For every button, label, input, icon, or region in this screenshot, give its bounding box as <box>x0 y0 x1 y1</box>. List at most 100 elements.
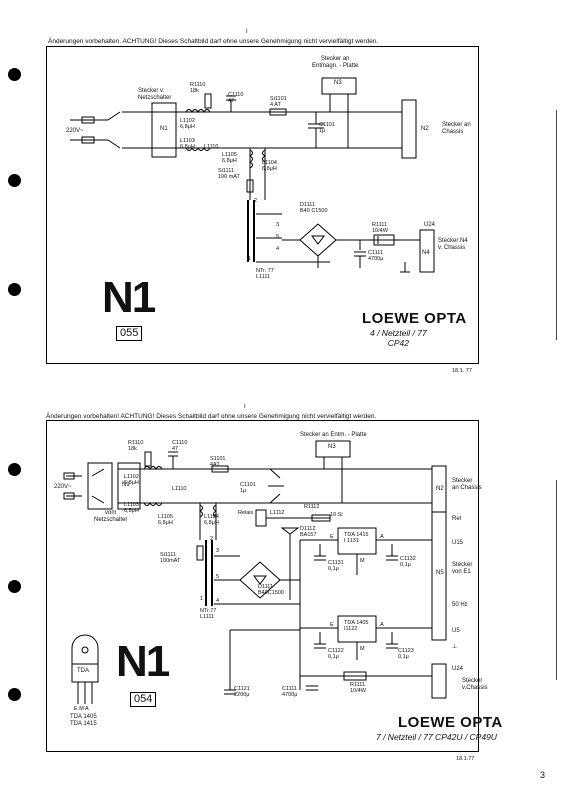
n1-label: Stecker v. Netzschalter <box>138 88 172 101</box>
punch-hole-6 <box>8 688 21 701</box>
pin-3: 3 <box>276 222 280 228</box>
pin-e-2: E <box>330 622 334 628</box>
page-edge-mark <box>556 110 557 340</box>
pin-4: 4 <box>276 246 280 252</box>
r1110-label: R1110 18k <box>190 82 206 94</box>
c1132-label: C1132 0,1μ <box>400 556 416 568</box>
date-2: 18.1.77 <box>456 756 475 762</box>
ntr-label-2: NTr.77 L1111 <box>200 608 217 620</box>
pin-1b: 1 <box>200 596 204 602</box>
s1101-label: S1101 4AT <box>210 456 226 468</box>
brand-logo-2: LOEWE OPTA <box>398 714 503 731</box>
board-name: N1 <box>102 273 156 322</box>
r1112-label: R1112 <box>304 504 320 510</box>
n3-label-2: Stecker an Entm. - Platte <box>300 432 367 438</box>
schematic-panel-1 <box>46 46 479 364</box>
c1110-label-2: C1110 47 <box>172 440 188 452</box>
pin-1: 1 <box>248 256 252 262</box>
tda-models: TDA 1405 TDA 1415 <box>70 714 97 727</box>
l1112-label: L1112 <box>270 510 285 516</box>
l1103-label-2: L1103 6,8μH <box>124 502 139 514</box>
c1122-label: C1122 0,1μ <box>328 648 344 660</box>
u24-label-2: U24 <box>452 666 464 672</box>
pin-m-2: M <box>360 646 365 652</box>
n4-connector: N4 <box>422 250 430 256</box>
pin-label-u5: U5 <box>452 628 460 634</box>
n3-connector-2: N3 <box>328 444 336 450</box>
c1101-label-2: C1101 1μ <box>240 482 256 494</box>
page-number: 3 <box>540 770 546 780</box>
ntr-label: NTr. 77 L1111 <box>256 268 274 280</box>
board-code: 055 <box>116 326 143 341</box>
l1103-label: L1103 6,8μH <box>180 138 195 150</box>
ic-tda1415: TDA 1415 I 1131 <box>344 532 369 544</box>
punch-hole-1 <box>8 68 21 81</box>
board-name-2: N1 <box>116 637 170 686</box>
punch-hole-2 <box>8 174 21 187</box>
notice-1: Änderungen vorbehalten. ACHTUNG! Dieses … <box>48 38 379 45</box>
d1111-label-2: D1111 B40C1500 <box>258 584 284 596</box>
r1111-label: R1111 10/4W <box>372 222 388 234</box>
pin-e-1: E <box>330 534 334 540</box>
l1105-label-2: L1105 6,8μH <box>158 514 173 526</box>
subtitle: 4 / Netzteil / 77 CP42 <box>370 328 427 348</box>
pin-label-ground: ⊥ <box>452 644 458 650</box>
top-mark: I <box>246 29 248 35</box>
l1110-label: L1110 <box>204 144 219 150</box>
d1111-label: D1111 B40 C1500 <box>300 202 328 214</box>
date: 18.1. 77 <box>452 368 472 374</box>
ic-tda1405: TDA 1405 I1122 <box>344 620 369 632</box>
l1102-label-2: L1102 6,8μH <box>124 474 139 486</box>
pin-5b: 5 <box>216 574 220 580</box>
u24-label: U24 <box>424 222 436 228</box>
schematic-panel-2 <box>46 420 479 752</box>
pin-4b: 4 <box>216 598 220 604</box>
pin-2b: 2 <box>210 536 214 542</box>
brand-logo: LOEWE OPTA <box>362 310 467 327</box>
c1110-label: C1110 47 <box>228 92 244 104</box>
n1-label-2: vom Netzschalter <box>94 510 128 523</box>
n1-connector: N1 <box>160 126 168 132</box>
si1101-label: Si1101 4 AT <box>270 96 287 108</box>
l1102-label: L1102 6,8μH <box>180 118 195 130</box>
n2-connector: N2 <box>421 126 429 132</box>
si1111-label: Si1111 100 mAT <box>218 168 240 180</box>
punch-hole-4 <box>8 463 21 476</box>
n2-connector-2: N2 <box>436 486 444 492</box>
n2-label: Stecker an Chassis <box>442 122 471 135</box>
r1110-label-2: R1110 18k <box>128 440 144 452</box>
si1111-label-2: Si1111 100mAT <box>160 552 181 564</box>
c1123-label: C1123 0,1μ <box>398 648 414 660</box>
c1101-label: C1101 1μ <box>319 122 335 134</box>
board-code-2: 054 <box>130 692 157 707</box>
n5-label: Stecker von E1 <box>452 562 473 575</box>
d1112-label: D1112 BA157 <box>300 526 317 538</box>
relais-label: Relais <box>238 510 254 516</box>
punch-hole-3 <box>8 283 21 296</box>
subtitle-2: 7 / Netzteil / 77 CP42U / CP49U <box>376 732 497 742</box>
page-edge-mark <box>556 480 557 680</box>
l1110-label-2: L1110 <box>172 486 187 492</box>
u24-connector-label: Stecker v.Chassis <box>462 678 488 691</box>
mains-label-2: 220V~ <box>54 484 72 490</box>
c1111-label: C1111 4700μ <box>368 250 384 262</box>
n4-label: Stecker N4 v. Chassis <box>438 238 468 251</box>
pin-2: 2 <box>254 198 258 204</box>
r1111-label-2: R1111 10/4W <box>350 682 366 694</box>
pin-a-1: A <box>380 534 384 540</box>
pin-label-50hz: 50 Hz <box>452 602 468 608</box>
pin-5: 5 <box>276 234 280 240</box>
tda-package-text: TDA <box>77 668 89 674</box>
c1131-label: C1131 0,1μ <box>328 560 344 572</box>
n2-label-2: Stecker an Chassis <box>452 478 482 491</box>
n5-connector: N5 <box>436 570 444 576</box>
n3-label: Stecker an Entmagn. - Platte <box>312 56 359 69</box>
punch-hole-5 <box>8 580 21 593</box>
top-mark-2: I <box>244 404 246 410</box>
l1104-label: L1104 6,8μH <box>262 160 277 172</box>
n3-connector: N3 <box>334 80 342 86</box>
mains-label: 220V~ <box>66 128 84 134</box>
n1-connector-2: N1 <box>122 482 130 488</box>
notice-2: Änderungen vorbehalten! ACHTUNG! Dieses … <box>46 413 377 420</box>
